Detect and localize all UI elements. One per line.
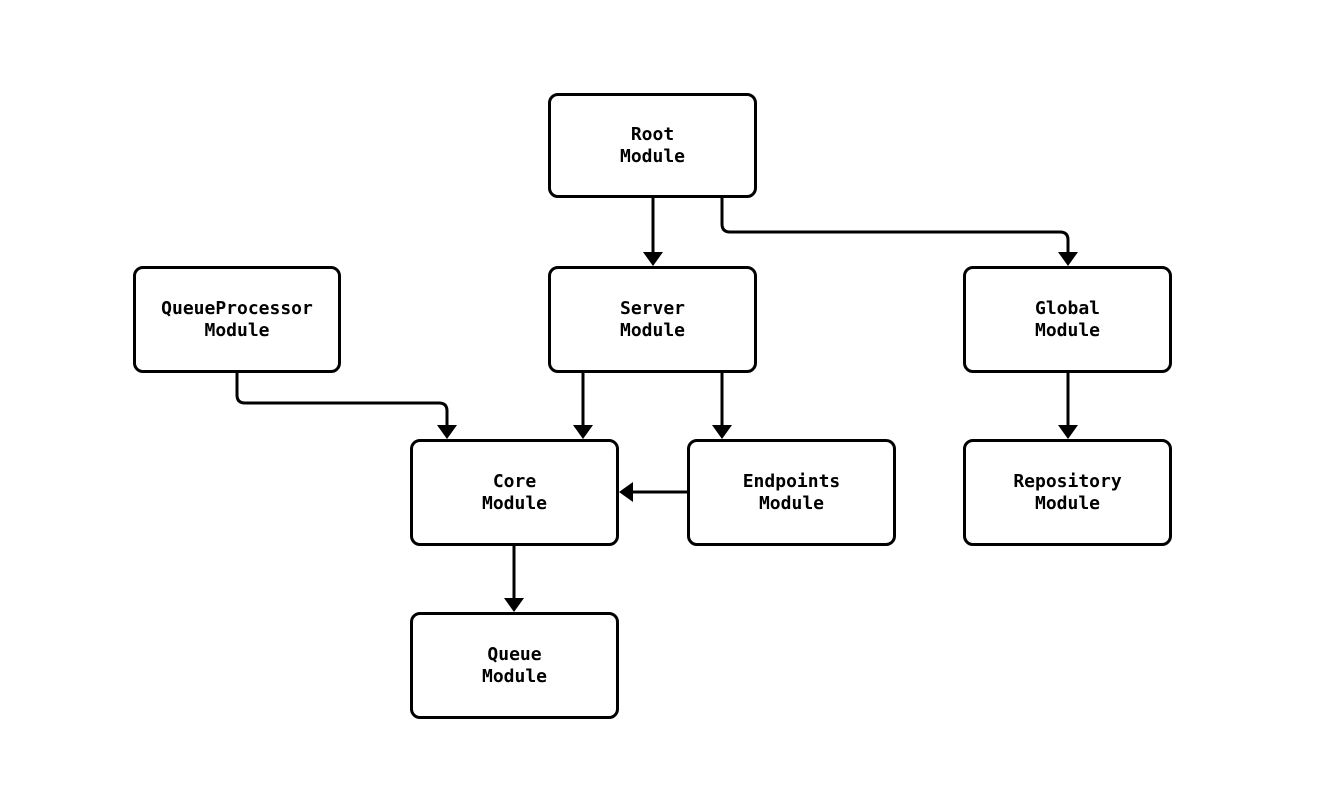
edge-queueprocessor-to-core xyxy=(235,373,457,439)
arrowhead-endpoints-to-core xyxy=(619,482,633,502)
node-queueprocessor-module: QueueProcessor Module xyxy=(133,266,341,373)
node-queue-module: Queue Module xyxy=(410,612,619,719)
edge-endpoints-to-core xyxy=(619,482,687,502)
arrowhead-root-to-global xyxy=(1058,252,1078,266)
edge-global-to-repository xyxy=(1058,373,1078,439)
edge-core-to-queue xyxy=(504,546,524,612)
edge-root-to-server xyxy=(643,198,663,266)
edge-server-to-core xyxy=(573,373,593,439)
arrowhead-server-to-core xyxy=(573,425,593,439)
edge-server-to-endpoints xyxy=(712,373,732,439)
node-root-module: Root Module xyxy=(548,93,757,198)
node-server-module: Server Module xyxy=(548,266,757,373)
node-repository-module: Repository Module xyxy=(963,439,1172,546)
node-global-module: Global Module xyxy=(963,266,1172,373)
arrowhead-server-to-endpoints xyxy=(712,425,732,439)
arrowhead-root-to-server xyxy=(643,252,663,266)
node-core-module: Core Module xyxy=(410,439,619,546)
arrowhead-queueprocessor-to-core xyxy=(437,425,457,439)
node-endpoints-module: Endpoints Module xyxy=(687,439,896,546)
edge-root-to-global xyxy=(720,198,1078,266)
arrowhead-global-to-repository xyxy=(1058,425,1078,439)
arrowhead-core-to-queue xyxy=(504,598,524,612)
